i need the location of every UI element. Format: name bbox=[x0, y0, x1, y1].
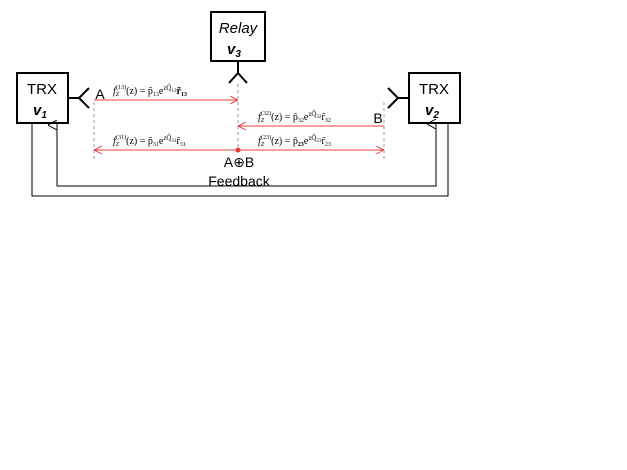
relay-var: v3 bbox=[227, 41, 241, 60]
eq-f32: fZ(32)(z) = p̃32ezQ̃32r̃32 bbox=[258, 110, 331, 124]
relay-box bbox=[210, 11, 266, 62]
feedback-outer-loop bbox=[31, 124, 449, 197]
trx-v2-label: TRX bbox=[419, 81, 449, 98]
label-feedback: Feedback bbox=[208, 173, 270, 189]
relay-node: Relay v3 bbox=[210, 11, 266, 84]
trx-v1-label: TRX bbox=[27, 81, 57, 98]
trx-v1-node: TRX v1 bbox=[16, 72, 90, 124]
relay-label: Relay bbox=[219, 20, 259, 37]
trx-v2-box bbox=[408, 72, 461, 124]
label-a: A bbox=[95, 86, 105, 102]
trx-v1-antenna-icon bbox=[68, 87, 90, 109]
eq-f23: fZ(23)(z) = p̃23ezQ̃23r̃23 bbox=[258, 134, 331, 148]
relay-dot bbox=[235, 147, 241, 153]
eq-f13: fZ(13)(z) = p̃13ezQ̃13r̃13 bbox=[113, 84, 187, 98]
trx-v1-var: v1 bbox=[33, 102, 47, 121]
trx-v2-node: TRX v2 bbox=[387, 72, 461, 124]
trx-v2-antenna-icon bbox=[387, 87, 409, 109]
eq-f31: fZ(31)(z) = p̃31ezQ̃31r̃31 bbox=[113, 134, 186, 148]
label-b: B bbox=[373, 110, 382, 126]
label-xor: A⊕B bbox=[224, 154, 254, 170]
trx-v2-var: v2 bbox=[425, 102, 439, 121]
relay-antenna-icon bbox=[228, 62, 248, 84]
